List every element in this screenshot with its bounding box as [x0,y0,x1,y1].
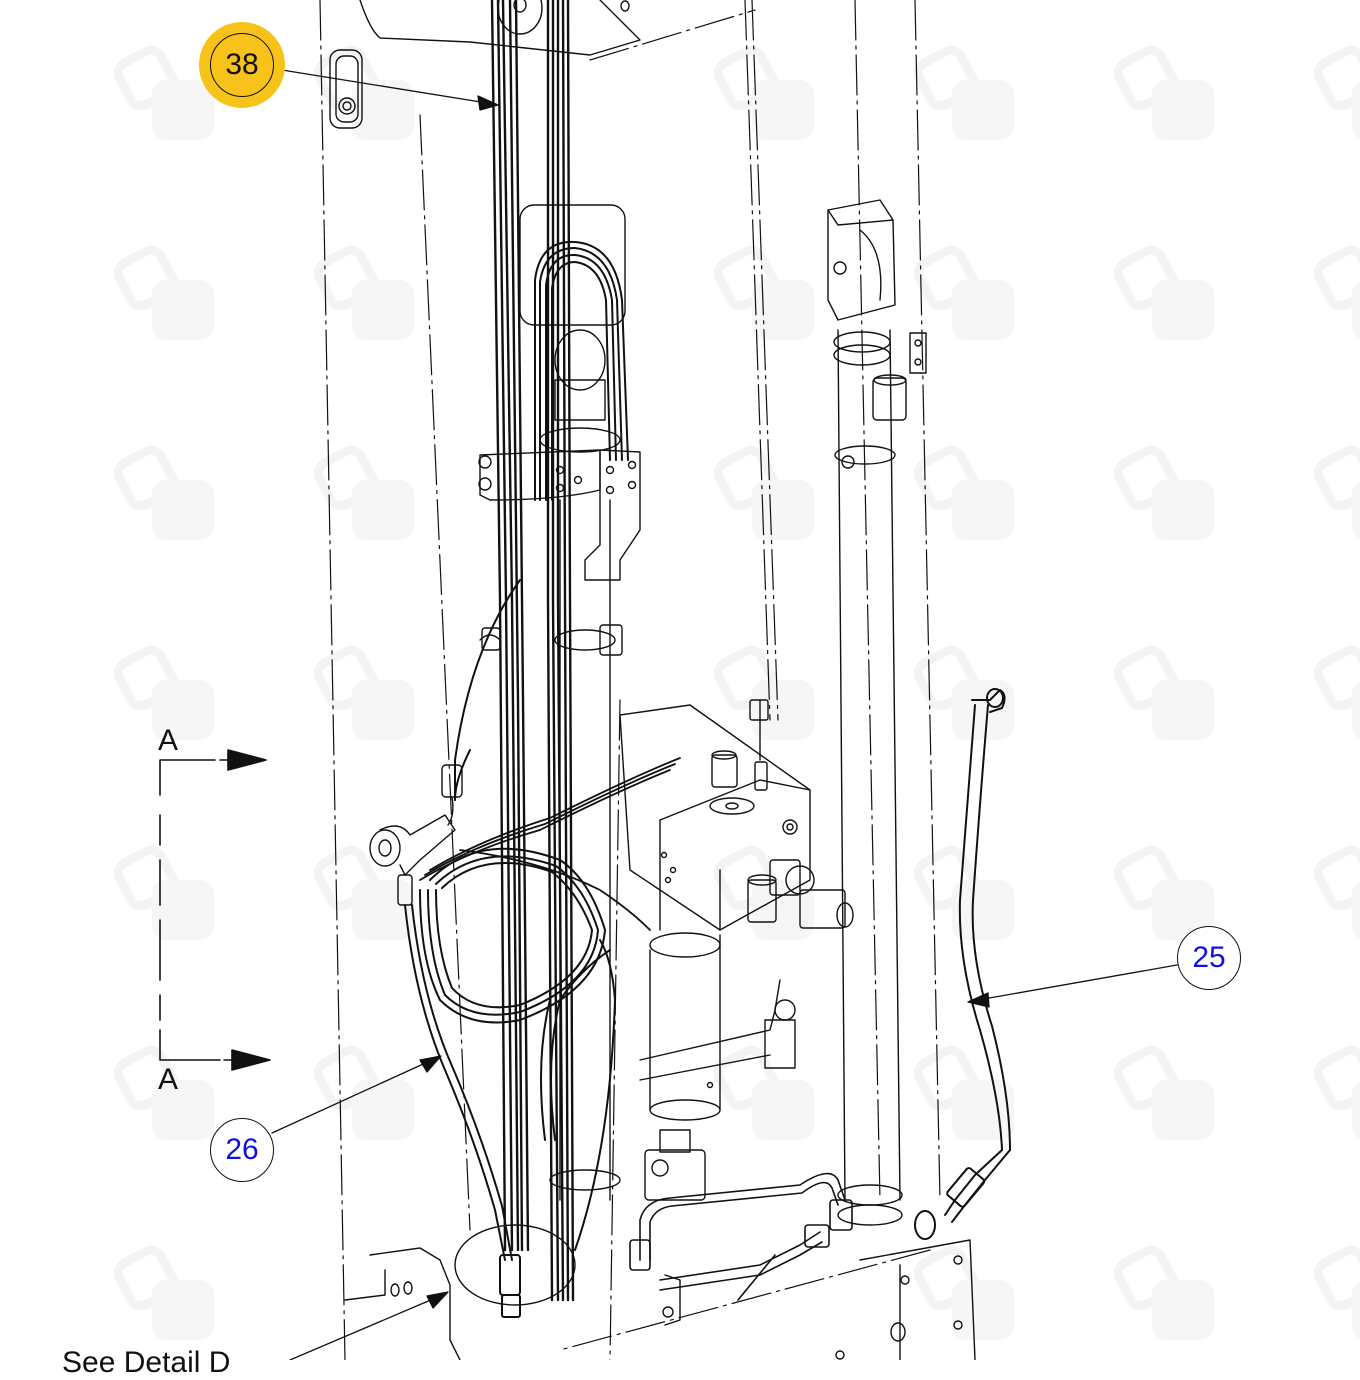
callout-26-label: 26 [225,1133,259,1166]
base-plate [344,1224,976,1360]
detail-reference-note: See Detail D [62,1346,231,1379]
callout-38-ring: 38 [210,33,274,97]
section-line-a-a [159,749,271,1071]
mast-frame-outline [319,0,941,1360]
watermark-icon [908,40,1020,140]
section-label-top: A [158,724,179,757]
watermark-icon [1108,240,1220,340]
watermark-icon [708,640,820,740]
watermark-icon [1308,440,1360,540]
upper-pulley [519,204,626,453]
callout-balloon-25[interactable]: 25 [1177,926,1241,990]
watermark-icon [1108,640,1220,740]
watermark-icon [308,1040,420,1140]
lower-cylinder [639,932,796,1201]
watermark-icon [1308,640,1360,740]
watermark-icon [708,1040,820,1140]
left-fitting [369,764,463,906]
watermark-icon [908,840,1020,940]
watermark-icon [1308,1040,1360,1140]
watermark-icon [108,440,220,540]
watermark-icon [1308,40,1360,140]
right-cylinder [827,199,927,1226]
watermark-icon [1308,1240,1360,1340]
hose-26 [404,904,521,1318]
watermark-icon [708,40,820,140]
watermark-icon [908,1240,1020,1340]
watermark-icon [908,1040,1020,1140]
callout-25-label: 25 [1192,941,1226,974]
crossing-hoses [419,757,681,931]
watermark-icon [308,240,420,340]
callout-balloon-38[interactable]: 38 [199,22,285,108]
hose-25 [914,688,1011,1240]
hose-clamp [478,449,641,581]
section-label-bottom: A [158,1063,179,1096]
watermark-icon [1308,840,1360,940]
watermark-icon [108,1240,220,1340]
watermark-icon [1108,440,1220,540]
watermark-icon [108,1040,220,1140]
lower-pipe [629,1172,853,1301]
watermark-icon [1108,1040,1220,1140]
watermark-icon [108,640,220,740]
watermark-icon [308,440,420,540]
watermark-icon [908,440,1020,540]
watermark-icon [108,840,220,940]
hose-bundle [490,0,575,1302]
callout-balloon-26[interactable]: 26 [210,1118,274,1182]
watermark-icon [108,240,220,340]
watermark-icon [908,640,1020,740]
watermark-icon [908,240,1020,340]
watermark-icon [308,840,420,940]
valve-block [619,699,854,931]
watermark-icon [108,40,220,140]
watermark-icon [1108,1240,1220,1340]
leader-lines [271,69,1178,1360]
watermark-icon [1308,240,1360,340]
watermark-icon [308,640,420,740]
callout-38-label: 38 [225,48,259,81]
upper-hose-loop [534,240,629,501]
watermark-icon [1108,40,1220,140]
left-hose-loop [419,579,616,1251]
